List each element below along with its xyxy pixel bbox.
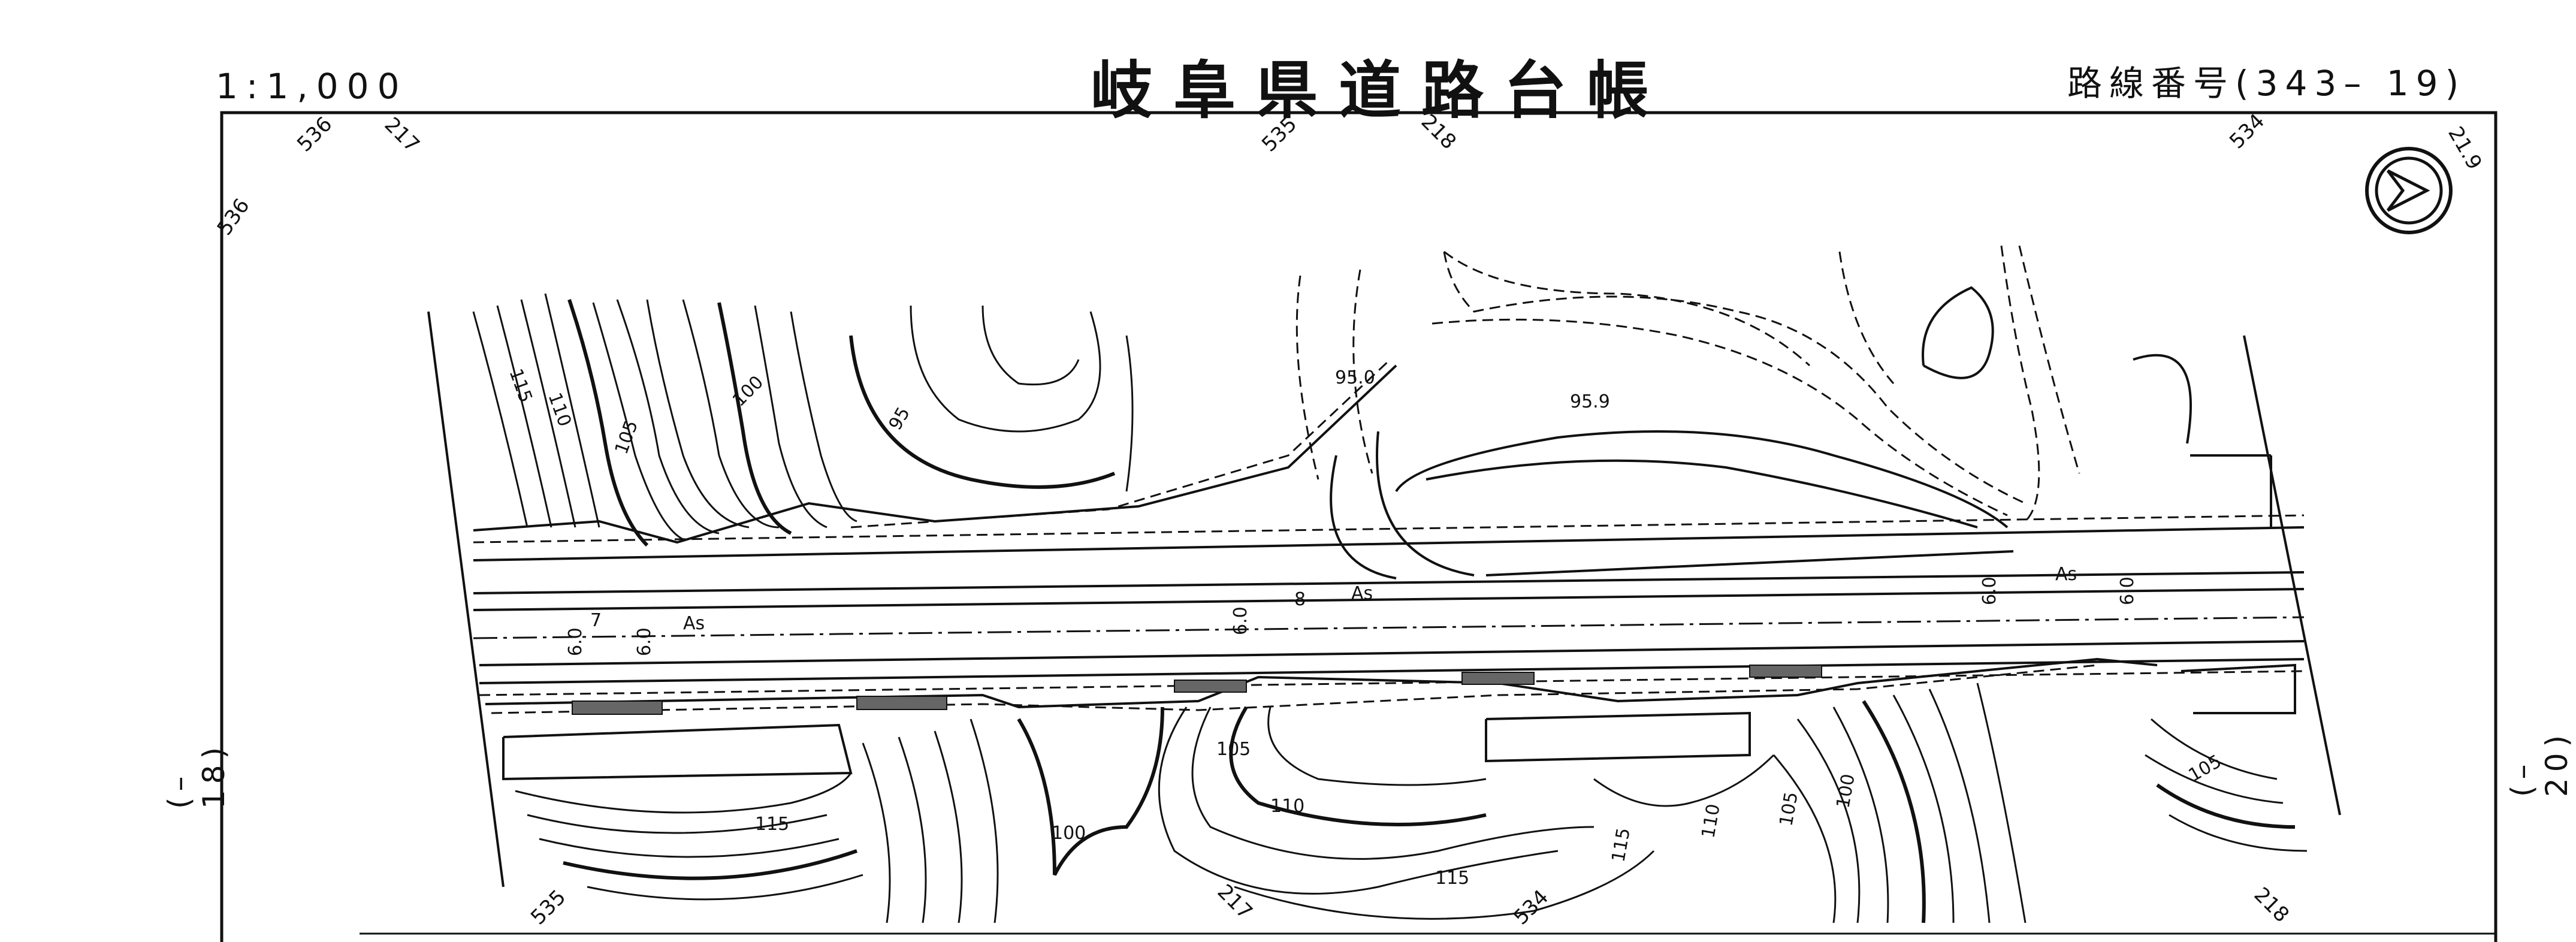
station-label: 535 (1257, 112, 1301, 156)
road-width-label: 6.0 (1979, 576, 2000, 605)
elevation-point: 95.0 (1335, 367, 1375, 388)
pavement-label: As (1351, 583, 1373, 604)
contour-label: 115 (1608, 826, 1634, 864)
station-label: 536 (213, 194, 255, 240)
contour-label: 105 (2185, 751, 2225, 786)
map-title: 岐阜県道路台帳 (1091, 54, 1670, 127)
pavement-label: As (2055, 564, 2077, 585)
route-number: 路線番号(343– 19) (2067, 63, 2466, 104)
contour-label: 115 (1435, 868, 1469, 889)
road-width-label: 7 (590, 610, 602, 631)
map-scale: 1:1,000 (216, 66, 408, 107)
contour-label: 110 (1698, 802, 1724, 840)
contour-lines-north (472, 293, 1134, 547)
road-width-label: 6.0 (2117, 576, 2138, 605)
station-label: 536 (292, 112, 337, 156)
pavement-label: As (683, 613, 705, 634)
station-label: 535 (526, 885, 570, 929)
contour-label: 105 (611, 418, 642, 457)
station-markers: 536 217 536 535 218 534 21.9 535 217 534… (213, 109, 2487, 929)
contour-label: 100 (1052, 823, 1086, 844)
road-annotations: 6.0 6.0 6.0 6.0 6.0 7 8 As As As (565, 564, 2138, 656)
road-carriageway (473, 514, 2305, 696)
road-width-label: 6.0 (1230, 606, 1251, 635)
contour-label: 105 (1775, 790, 1802, 828)
offset-label: 217 (380, 113, 424, 157)
contour-label: 95 (885, 403, 914, 434)
offset-label: 218 (1417, 110, 1461, 154)
offset-label: 218 (2249, 883, 2294, 927)
road-width-label: 6.0 (634, 627, 655, 656)
station-label: 534 (2225, 109, 2269, 153)
contour-label: 105 (1216, 739, 1251, 760)
contour-label: 110 (1270, 796, 1304, 817)
map-frame (220, 111, 2498, 942)
contour-label: 100 (1832, 772, 1859, 810)
contour-lines-south (515, 683, 2308, 923)
survey-boundary (427, 311, 2341, 887)
offset-label: 21.9 (2443, 123, 2486, 174)
road-width-label: 6.0 (565, 627, 586, 656)
north-side-features (473, 245, 2272, 579)
south-side-features (485, 657, 2296, 781)
contour-label: 115 (755, 814, 789, 835)
elevation-point: 95.9 (1570, 391, 1610, 412)
station-label: 534 (1509, 885, 1553, 929)
north-arrow-icon (2365, 147, 2453, 234)
road-width-label: 8 (1294, 589, 1306, 610)
contour-label: 115 (505, 366, 536, 406)
contour-label: 110 (543, 390, 575, 430)
